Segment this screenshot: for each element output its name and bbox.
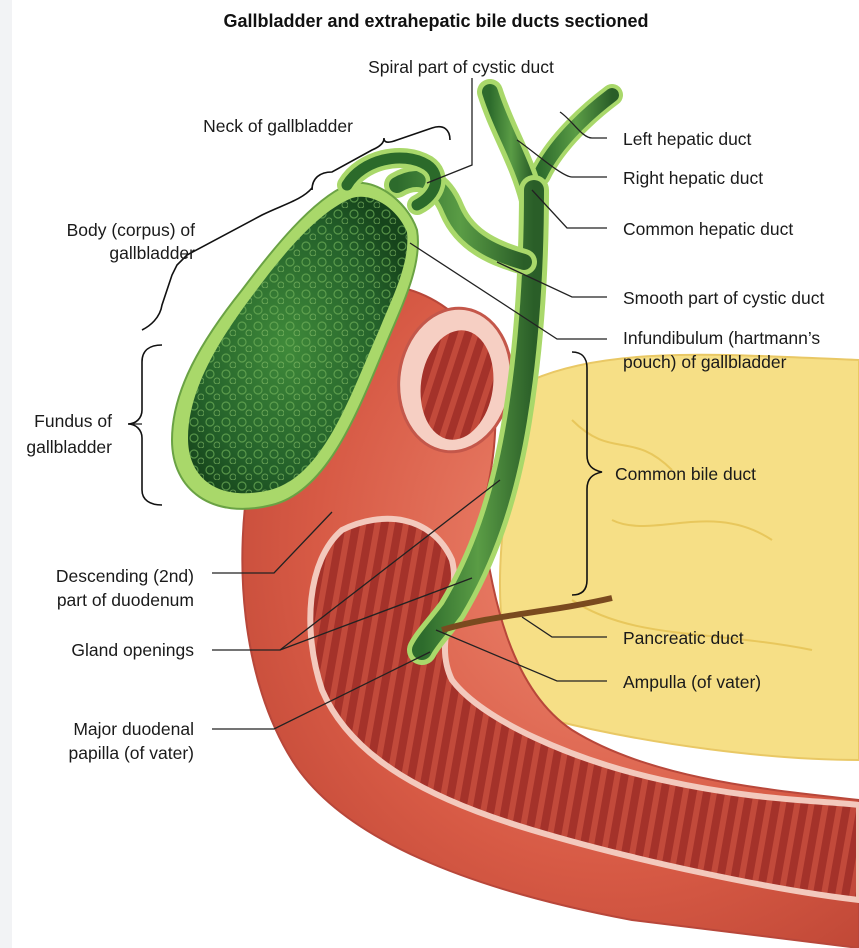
label-pancreatic-duct: Pancreatic duct — [623, 628, 744, 648]
anatomy-diagram: Gallbladder and extrahepatic bile ducts … — [12, 0, 859, 948]
label-ampulla: Ampulla (of vater) — [623, 672, 761, 692]
label-major-papilla-line2: papilla (of vater) — [69, 743, 194, 763]
label-body-line1: Body (corpus) of — [67, 220, 196, 240]
label-major-papilla-line1: Major duodenal — [73, 719, 194, 739]
pancreas — [500, 355, 859, 760]
label-fundus-line2: gallbladder — [26, 437, 112, 457]
label-infundibulum-line1: Infundibulum (hartmann’s — [623, 328, 820, 348]
diagram-canvas: Gallbladder and extrahepatic bile ducts … — [12, 0, 859, 948]
label-gland-openings: Gland openings — [71, 640, 194, 660]
label-fundus-line1: Fundus of — [34, 411, 112, 431]
label-spiral-cystic-duct: Spiral part of cystic duct — [368, 57, 554, 77]
label-smooth-cystic-duct: Smooth part of cystic duct — [623, 288, 824, 308]
label-infundibulum-line2: pouch) of gallbladder — [623, 352, 787, 372]
label-common-bile-duct: Common bile duct — [615, 464, 756, 484]
fundus-brace — [128, 345, 162, 505]
label-body-line2: gallbladder — [109, 243, 195, 263]
label-common-hepatic-duct: Common hepatic duct — [623, 219, 793, 239]
label-left-hepatic-duct: Left hepatic duct — [623, 129, 752, 149]
label-descending-duodenum-line1: Descending (2nd) — [56, 566, 194, 586]
label-right-hepatic-duct: Right hepatic duct — [623, 168, 763, 188]
diagram-title: Gallbladder and extrahepatic bile ducts … — [223, 11, 648, 31]
label-descending-duodenum-line2: part of duodenum — [57, 590, 194, 610]
label-neck-of-gallbladder: Neck of gallbladder — [203, 116, 353, 136]
